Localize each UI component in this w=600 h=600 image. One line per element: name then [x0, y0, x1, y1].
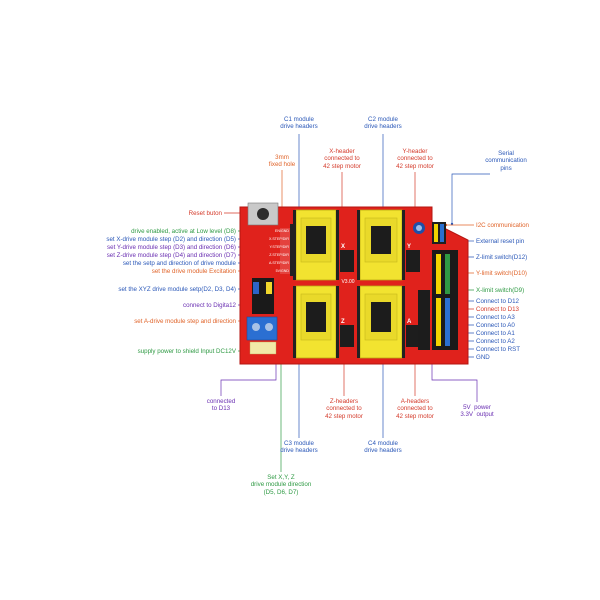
cnc-shield-board: [239, 202, 469, 365]
label-set-xyz-dir: Set X,Y, Z drive module direction (D5, D…: [250, 474, 312, 496]
label-gnd: GND: [476, 354, 490, 361]
axis-letter-z: Z: [341, 319, 345, 325]
silk-label-0: EN/GND: [275, 229, 289, 233]
label-y-header: Y-header connected to 42 step motor: [396, 148, 434, 170]
board-title: CNC SHIELD: [304, 366, 341, 372]
driver-module-y: [359, 209, 403, 281]
label-xyz-setp: set the XYZ drive module setp(D2, D3, D4…: [118, 286, 236, 293]
silk-label-5: 5V/GND: [276, 269, 290, 273]
label-x-limit: X-limit switch(D9): [476, 287, 525, 294]
header-silkscreen-labels: EN/GND X.STEP/DIR Y.STEP/DIR Z.STEP/DIR …: [269, 229, 289, 273]
label-x-header: X-header connected to 42 step motor: [323, 148, 361, 170]
driver-module-a: [359, 285, 403, 359]
leader-serial-dot: [450, 222, 454, 226]
label-a3: Connect to A3: [476, 314, 515, 321]
label-c3-headers: C3 module drive headers: [280, 440, 318, 455]
label-a0: Connect to A0: [476, 322, 515, 329]
leader-power-out: [431, 352, 478, 402]
label-z-limit: Z-limit switch(D12): [476, 254, 528, 261]
label-fixed-hole: 3mm fixed hole: [268, 154, 296, 169]
leader-serial: [451, 173, 490, 224]
label-reset-button: Reset buton: [188, 210, 222, 217]
label-a-step: set A-drive module step and direction: [134, 318, 236, 325]
label-ext-reset: External reset pin: [476, 238, 525, 245]
label-a1: Connect to A1: [476, 330, 515, 337]
label-z-header: Z-headers connected to 42 step motor: [325, 398, 363, 420]
axis-letter-a: A: [407, 319, 412, 325]
label-y-step: set Y-drive module step (D3) and directi…: [107, 244, 236, 251]
label-connected-d13: connected to D13: [206, 398, 236, 413]
label-a-header: A-headers connected to 42 step motor: [396, 398, 434, 420]
label-z-step: set Z-drive module step (D4) and directi…: [106, 252, 236, 259]
label-d12: Connect to D12: [476, 298, 519, 305]
label-c1-headers: C1 module drive headers: [280, 116, 318, 131]
label-i2c: I2C communication: [476, 222, 529, 229]
label-serial: Serial communication pins: [485, 150, 527, 172]
label-digital12: connect to Digita12: [183, 302, 236, 309]
label-y-limit: Y-limit switch(D10): [476, 270, 527, 277]
silk-label-1: X.STEP/DIR: [269, 237, 289, 241]
label-x-step: set X-drive module step (D2) and directi…: [106, 236, 236, 243]
label-d13: Connect to D13: [476, 306, 519, 313]
label-c4-headers: C4 module drive headers: [364, 440, 402, 455]
right-header-pins: [418, 222, 458, 350]
label-rst: Connect to RST: [476, 346, 521, 353]
label-c2-headers: C2 module drive headers: [364, 116, 402, 131]
label-setup-dir: set the setp and direction of drive modu…: [122, 260, 236, 267]
silk-label-3: Z.STEP/DIR: [269, 253, 289, 257]
axis-letter-y: Y: [407, 244, 411, 250]
label-supply: supply power to shield Input DC12V: [137, 348, 236, 355]
dc-terminal-block: [246, 316, 278, 341]
axis-letter-x: X: [341, 244, 345, 250]
label-excitation: set the drive module Excitation: [151, 268, 236, 275]
label-enable: drive enabled, active at Low level (D8): [131, 228, 236, 235]
label-a2: Connect to A2: [476, 338, 515, 345]
driver-module-x: [295, 209, 337, 281]
driver-module-z: [295, 285, 337, 359]
silk-label-2: Y.STEP/DIR: [269, 245, 289, 249]
label-power-out: 5V power 3.3V output: [460, 404, 494, 419]
board-version: V3.00: [341, 279, 354, 285]
silk-label-4: A.STEP/DIR: [269, 261, 289, 265]
axis-letters: X Y Z A: [341, 244, 412, 325]
